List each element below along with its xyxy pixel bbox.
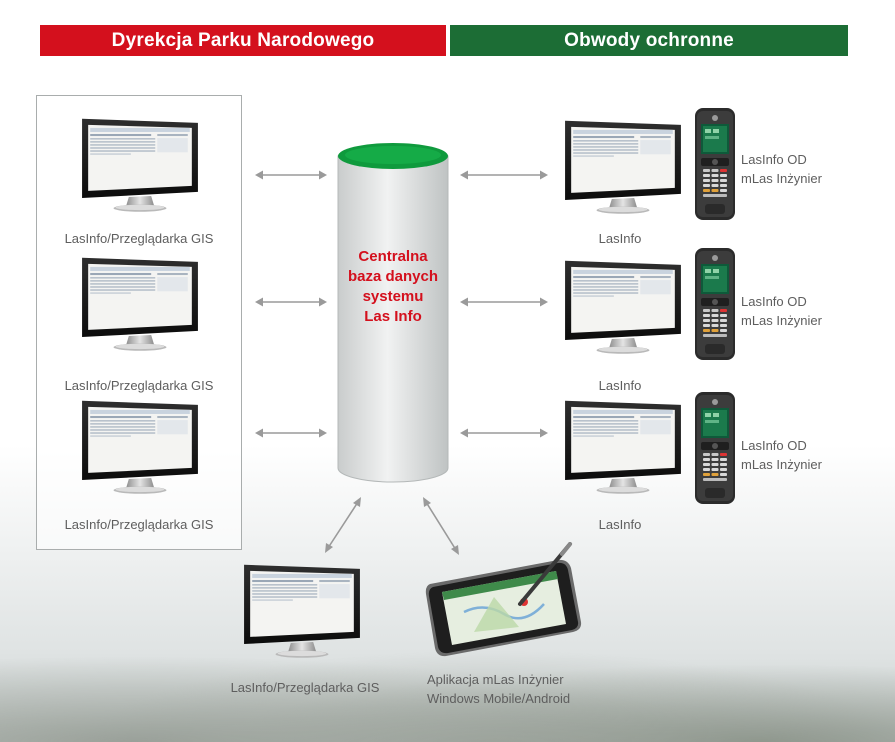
right-device-label-1: LasInfo OD mLas Inżynier — [741, 150, 822, 188]
arrow-right-3 — [460, 428, 548, 438]
right-client-label-3: LasInfo — [598, 517, 642, 532]
mobile-terminal-icon-1 — [693, 108, 737, 220]
right-device-label-2: LasInfo OD mLas Inżynier — [741, 292, 822, 330]
monitor-icon — [561, 118, 685, 216]
header-left-title: Dyrekcja Parku Narodowego — [111, 29, 375, 51]
database-label-line-1: Centralna — [358, 248, 428, 265]
device-label-line-2: mLas Inżynier — [741, 313, 822, 328]
arrow-right-1 — [460, 170, 548, 180]
tablet-stylus-icon — [425, 542, 582, 657]
left-monitor-3 — [78, 398, 202, 496]
right-client-label-1: LasInfo — [598, 231, 642, 246]
header-protection-districts: Obwody ochronne — [450, 25, 848, 56]
monitor-icon — [78, 255, 202, 353]
arrow-left-2 — [255, 297, 327, 307]
arrow-right-2 — [460, 297, 548, 307]
mobile-terminal-icon-2 — [693, 248, 737, 360]
mobile-terminal-icon-3 — [693, 392, 737, 504]
bottom-monitor — [240, 562, 364, 660]
database-label-line-3: systemu — [362, 288, 424, 305]
left-monitor-1 — [78, 116, 202, 214]
right-client-label-2: LasInfo — [598, 378, 642, 393]
database-label-line-2: baza danych — [347, 268, 439, 285]
monitor-icon — [561, 258, 685, 356]
monitor-icon — [561, 398, 685, 496]
arrow-diagonal-desktop — [325, 497, 361, 553]
central-database-cylinder — [337, 143, 449, 483]
left-monitor-2 — [78, 255, 202, 353]
right-monitor-2 — [561, 258, 685, 356]
left-client-label-2: LasInfo/Przeglądarka GIS — [64, 378, 214, 393]
monitor-icon — [78, 116, 202, 214]
right-device-label-3: LasInfo OD mLas Inżynier — [741, 436, 822, 474]
device-label-line-2: mLas Inżynier — [741, 457, 822, 472]
tablet-label: Aplikacja mLas Inżynier Windows Mobile/A… — [427, 670, 570, 708]
monitor-icon — [240, 562, 364, 660]
device-label-line-1: LasInfo OD — [741, 152, 807, 167]
header-right-title: Obwody ochronne — [564, 29, 734, 51]
device-label-line-2: mLas Inżynier — [741, 171, 822, 186]
device-label-line-1: LasInfo OD — [741, 438, 807, 453]
tablet-label-line-1: Aplikacja mLas Inżynier — [427, 672, 564, 687]
arrow-left-3 — [255, 428, 327, 438]
monitor-icon — [78, 398, 202, 496]
database-label-line-4: Las Info — [364, 308, 422, 325]
device-label-line-1: LasInfo OD — [741, 294, 807, 309]
right-monitor-1 — [561, 118, 685, 216]
database-label: Centralna baza danych systemu Las Info — [336, 247, 450, 327]
arrow-diagonal-tablet — [423, 497, 459, 555]
left-client-label-1: LasInfo/Przeglądarka GIS — [64, 231, 214, 246]
tablet-label-line-2: Windows Mobile/Android — [427, 691, 571, 706]
header-park-directorate: Dyrekcja Parku Narodowego — [40, 25, 446, 56]
arrow-left-1 — [255, 170, 327, 180]
bottom-desktop-label: LasInfo/Przeglądarka GIS — [230, 680, 380, 695]
right-monitor-3 — [561, 398, 685, 496]
left-client-label-3: LasInfo/Przeglądarka GIS — [64, 517, 214, 532]
